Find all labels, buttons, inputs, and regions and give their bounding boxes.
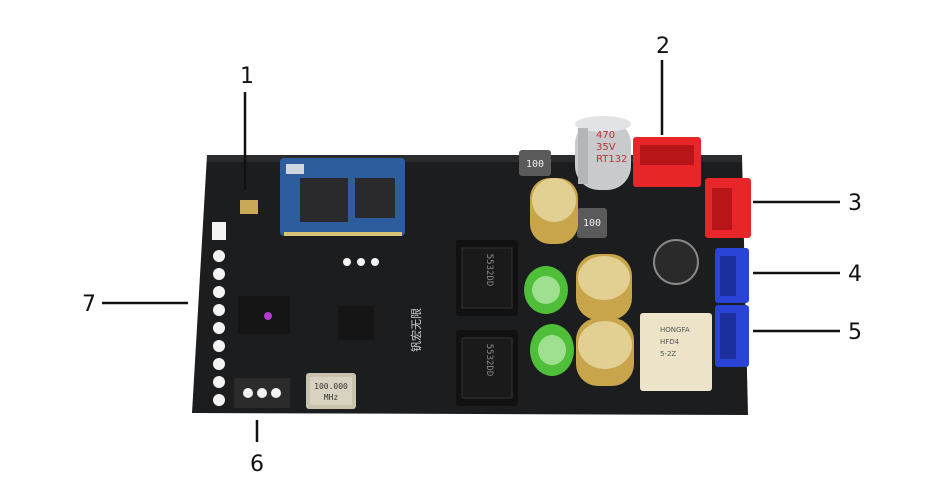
chip-lower-label: 5532DD xyxy=(484,344,494,377)
callout-lines xyxy=(102,60,840,442)
silver-capacitor: 470 35V RT132 xyxy=(575,116,631,190)
cap-value-label: 470 xyxy=(596,130,615,141)
bluetooth-module xyxy=(240,158,405,236)
opamp-chip-lower: 5532DD xyxy=(456,330,518,406)
relay-model-label: HFD4 xyxy=(660,338,680,346)
opamp-chip-upper: 5532DD xyxy=(456,240,518,316)
edge-pads xyxy=(212,222,226,406)
gold-capacitor xyxy=(530,178,634,386)
cap-voltage-label: 35V xyxy=(596,142,616,153)
ic-chip xyxy=(338,306,374,340)
chip-upper-label: 5532DD xyxy=(484,254,494,287)
inductor: 100 100 xyxy=(519,150,607,238)
silk-text: 钒宏无限 xyxy=(409,308,423,352)
cap-series-label: RT132 xyxy=(596,154,627,165)
crystal-oscillator: 100.000 MHz xyxy=(306,373,356,409)
relay-voltage-label: 5-2Z xyxy=(660,350,676,358)
callout-2: 2 xyxy=(656,34,670,59)
dac-chip xyxy=(238,296,290,334)
callout-4: 4 xyxy=(848,262,862,287)
crystal-bottom-label: MHz xyxy=(324,393,339,402)
callout-6: 6 xyxy=(250,452,264,477)
round-capacitor xyxy=(653,239,699,285)
callout-1: 1 xyxy=(240,64,254,89)
blue-connector-5 xyxy=(715,305,749,367)
callout-5: 5 xyxy=(848,320,862,345)
inductor-label-2: 100 xyxy=(583,218,601,229)
inductor-label: 100 xyxy=(526,159,544,170)
green-capacitor xyxy=(524,266,574,376)
relay-brand-label: HONGFA xyxy=(660,326,690,334)
bottom-pads xyxy=(234,378,290,408)
blue-connector-4 xyxy=(715,248,749,303)
callout-3: 3 xyxy=(848,191,862,216)
callout-labels: 1 2 3 4 5 6 7 xyxy=(82,34,862,477)
callout-7: 7 xyxy=(82,292,96,317)
red-connector-2 xyxy=(633,137,701,187)
small-pads xyxy=(343,258,379,266)
red-connector-3 xyxy=(705,178,751,238)
crystal-top-label: 100.000 xyxy=(314,382,348,391)
relay: HONGFA HFD4 5-2Z xyxy=(640,313,712,391)
